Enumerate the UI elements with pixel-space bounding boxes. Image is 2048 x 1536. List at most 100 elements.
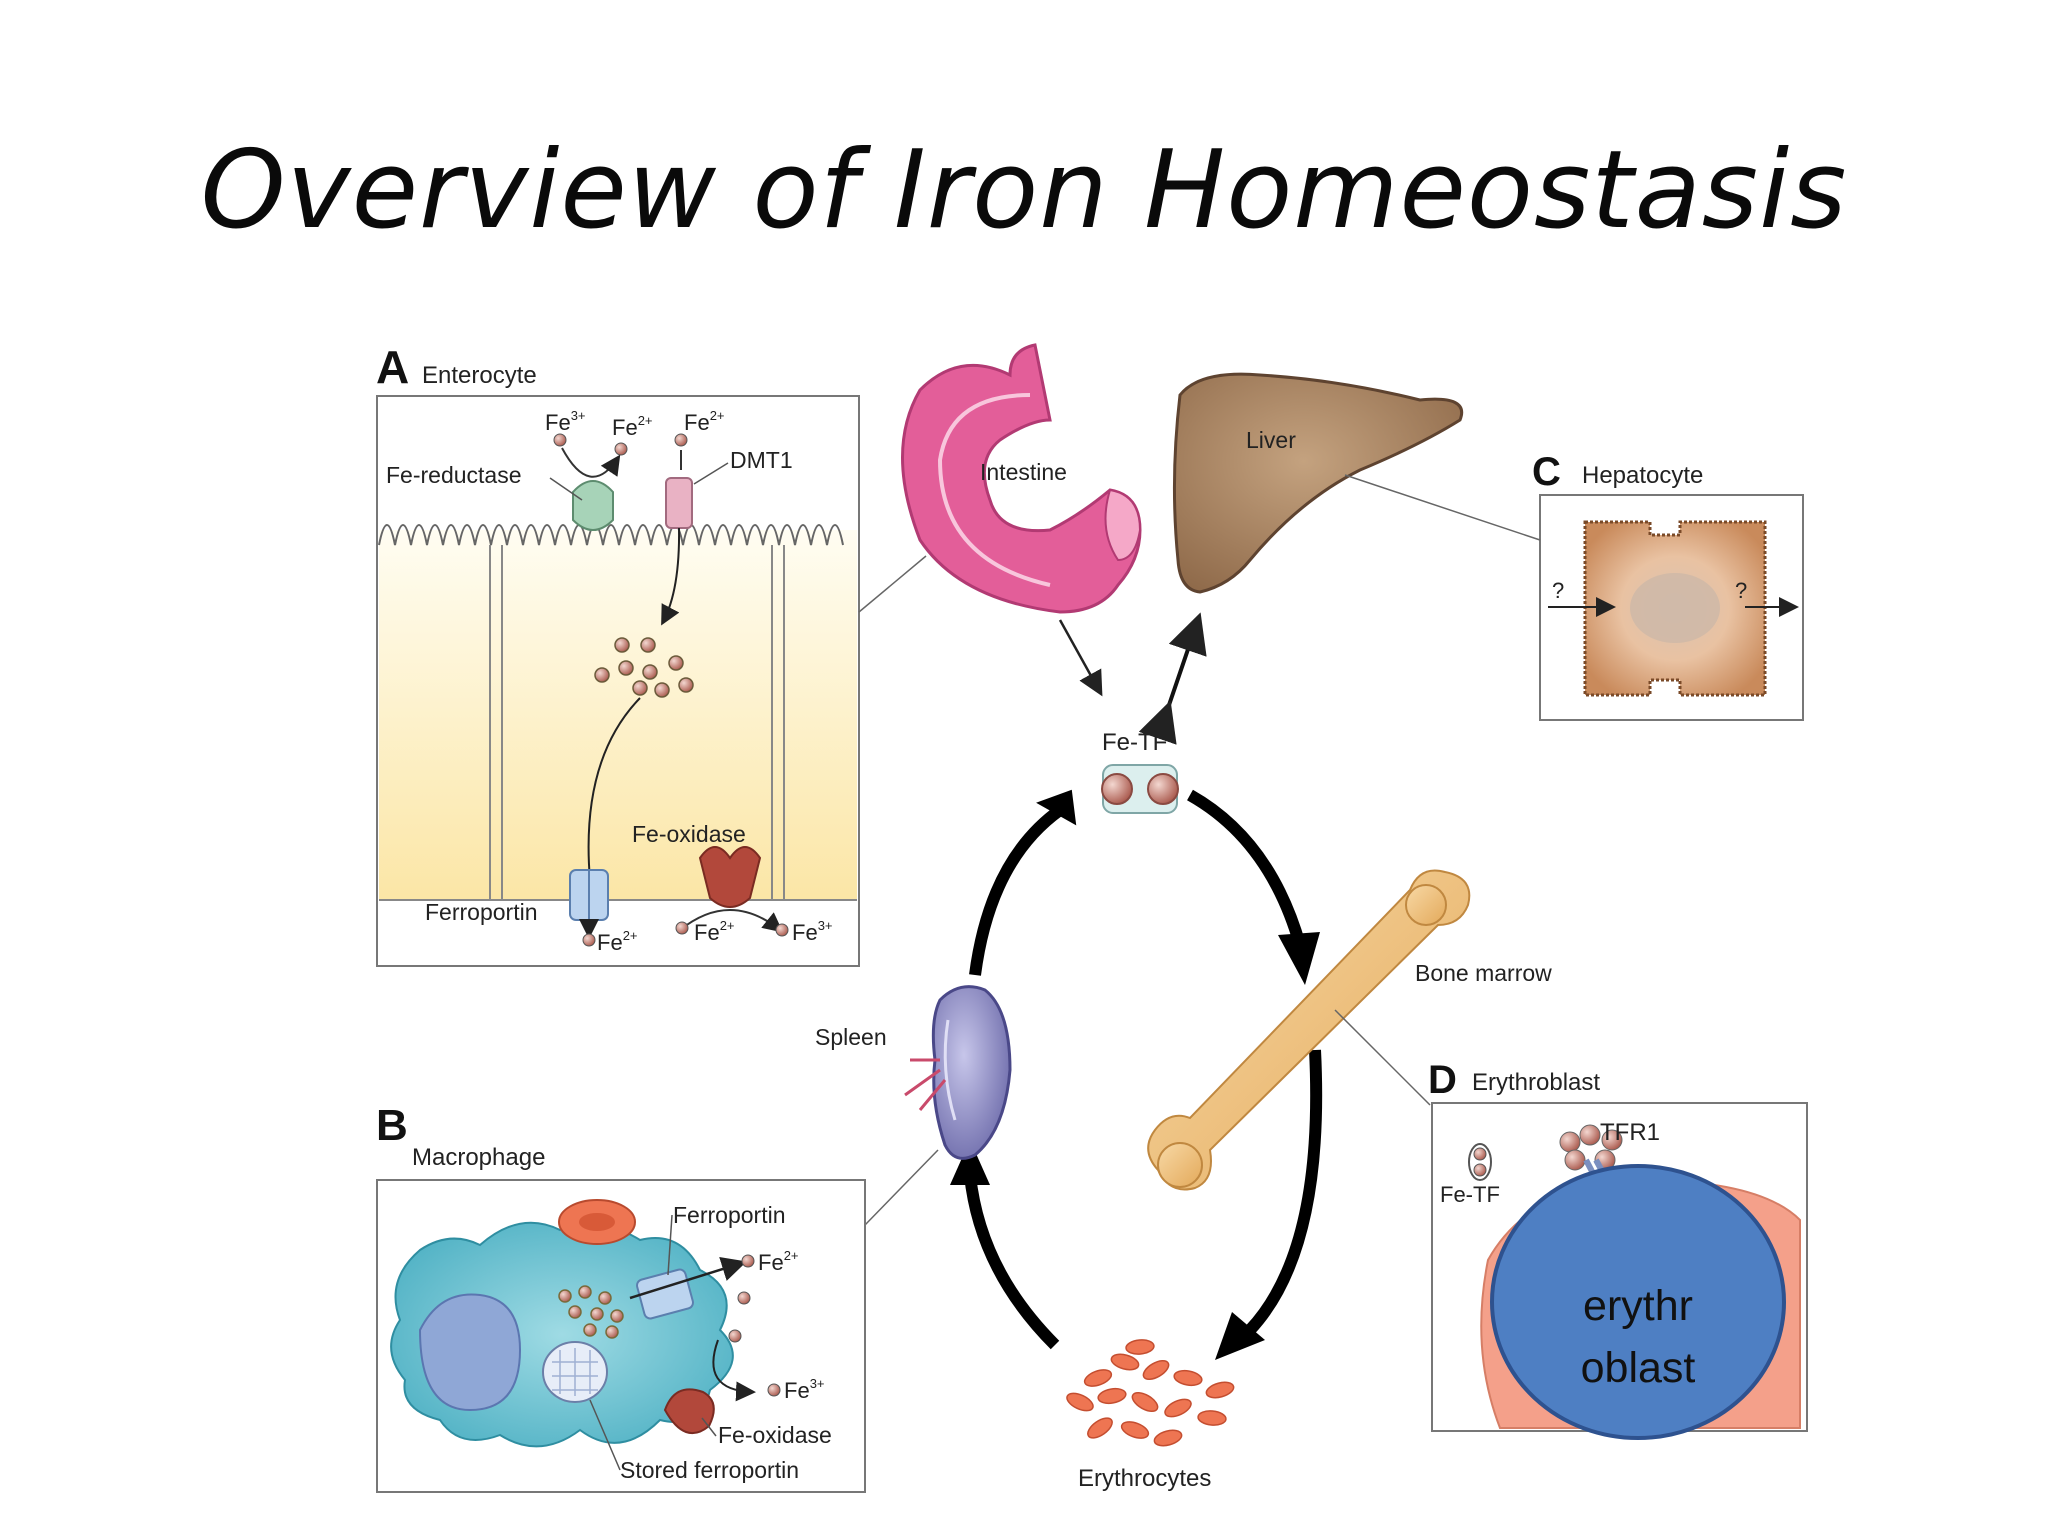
intestine-to-tf-arrow (1058, 619, 1103, 697)
bone-marrow-label: Bone marrow (1415, 960, 1552, 986)
panel-c-letter: C (1532, 450, 1561, 494)
fe-tf-center: Fe-TF (1058, 612, 1207, 814)
tfr1-label: TFR1 (1600, 1119, 1660, 1146)
dmt1-channel (665, 477, 693, 529)
macrophage-export-arrow (629, 1257, 747, 1300)
fe-reductase-leader (549, 477, 583, 501)
hepatocyte-nucleus (1630, 573, 1720, 643)
free-iron-a (737, 1291, 751, 1305)
cycle-rbc-to-spleen (964, 1174, 1060, 1350)
overlay-text-line1: erythr (1583, 1282, 1693, 1330)
tfr1-iron-c (1601, 1129, 1623, 1151)
macrophage-fe2-label: Fe2+ (758, 1248, 799, 1275)
tfr1-iron-b (1579, 1124, 1601, 1146)
panel-c-hepatocyte: C Hepatocyte ? ? (1532, 450, 1804, 721)
panel-d-title: Erythroblast (1472, 1069, 1600, 1096)
ferroportin-label: Ferroportin (425, 899, 537, 925)
fe-tf-label: Fe-TF (1102, 729, 1167, 756)
fe-reductase-label: Fe-reductase (386, 462, 522, 488)
overlay-text-line2: oblast (1581, 1344, 1696, 1392)
connector-spleen-b (864, 1149, 939, 1226)
iron-cycle-arrows (950, 789, 1323, 1360)
liver: Liver (1172, 372, 1463, 594)
slide-title: Overview of Iron Homeostasis (200, 128, 1848, 253)
cycle-arrowhead-marrow (1278, 932, 1320, 985)
free-iron-b (728, 1329, 742, 1343)
intestine: Intestine (901, 343, 1142, 614)
connector-a-intestine (858, 555, 927, 613)
macrophage-fe2-ion (741, 1254, 755, 1268)
panel-a-enterocyte: A Enterocyte Fe3+ Fe2+ Fe2+ Fe-reductase… (376, 341, 860, 967)
fe2-ion-b (674, 433, 688, 447)
liver-label: Liver (1246, 427, 1296, 453)
stored-ferroportin-label: Stored ferroportin (620, 1457, 799, 1483)
intestine-label: Intestine (980, 459, 1067, 485)
hepatocyte-out-question: ? (1735, 578, 1747, 603)
transcellular-arrow (587, 697, 641, 905)
panel-a-title: Enterocyte (422, 362, 537, 389)
macrophage-iron-pool (558, 1285, 624, 1339)
liver-tf-exchange-arrow (1138, 612, 1207, 745)
macrophage-nucleus (418, 1293, 522, 1412)
panel-d-letter: D (1428, 1058, 1457, 1102)
macrophage-ferroportin-label: Ferroportin (673, 1202, 785, 1228)
fe2-ion-a (614, 442, 628, 456)
fe-reductase-protein (572, 480, 614, 531)
panel-b-macrophage: B Macrophage Fe2+ Ferroportin Fe3+ Fe-ox… (376, 1101, 866, 1493)
cycle-spleen-to-tf (969, 805, 1064, 976)
out-fe2-label-a: Fe2+ (597, 928, 638, 955)
cycle-arrowhead-rbc (1215, 1312, 1265, 1360)
cycle-arrowhead-spleen (950, 1140, 990, 1185)
lateral-membrane-left (489, 545, 503, 900)
fe2-label-a: Fe2+ (612, 413, 653, 440)
macrophage-fe3-label: Fe3+ (784, 1376, 825, 1403)
erythroblast-overlay-shape: erythr oblast (1490, 1164, 1786, 1440)
enterocyte-cytoplasm (379, 530, 857, 900)
panel-a-letter: A (376, 341, 409, 393)
panel-b-title: Macrophage (412, 1144, 545, 1171)
fe2-label-b: Fe2+ (684, 408, 725, 435)
tf-iron-left (1101, 773, 1133, 805)
cytoplasmic-iron-pool (594, 637, 694, 698)
macrophage-fe-oxidase (663, 1388, 715, 1435)
erythrocytes (1066, 1339, 1235, 1447)
panel-b-letter: B (376, 1101, 408, 1150)
fe-oxidase-protein (698, 846, 762, 908)
macrophage-ferroportin-leader (667, 1214, 673, 1276)
cycle-marrow-to-rbc (1245, 1049, 1323, 1335)
macrophage-fe-oxidase-label: Fe-oxidase (718, 1422, 832, 1448)
tfr1-iron-d (1564, 1149, 1586, 1171)
free-fe-tf-iron-b (1473, 1163, 1487, 1177)
dmt1-import-arrow (661, 527, 681, 626)
out-fe2-ion-a (582, 933, 596, 947)
panel-d-fe-tf-label: Fe-TF (1440, 1182, 1500, 1207)
fe3-label: Fe3+ (545, 408, 586, 435)
connector-marrow-d (1334, 1009, 1431, 1106)
macrophage-fe-oxidase-leader (701, 1417, 717, 1437)
spleen: Spleen (815, 985, 1012, 1160)
macrophage-oxidase-arrow (712, 1339, 756, 1402)
dmt1-leader (693, 462, 729, 485)
hepatocyte-in-question: ? (1552, 578, 1564, 603)
dmt1-label: DMT1 (730, 447, 793, 473)
free-fe-tf-iron-a (1473, 1147, 1487, 1161)
lateral-membrane-right (771, 545, 785, 900)
cycle-tf-to-marrow (1187, 789, 1306, 947)
vesicle-lattice (552, 1348, 598, 1396)
fe3-ion (553, 433, 567, 447)
oxidation-arrow (679, 909, 784, 933)
stored-ferroportin-leader (589, 1399, 621, 1471)
connector-liver-c (1344, 474, 1541, 541)
reduction-arrow (561, 447, 621, 478)
erythrocytes-label: Erythrocytes (1078, 1465, 1211, 1492)
macrophage-fe3-ion (767, 1383, 781, 1397)
tf-iron-right (1147, 773, 1179, 805)
cycle-arrowhead-tf (1036, 789, 1077, 826)
engulfed-rbc-center (579, 1213, 615, 1231)
out-fe3-label: Fe3+ (792, 918, 833, 945)
brush-border (378, 524, 844, 546)
bone-marrow: Bone marrow (1147, 869, 1552, 1191)
out-fe2-label-b: Fe2+ (694, 918, 735, 945)
spleen-label: Spleen (815, 1024, 887, 1050)
